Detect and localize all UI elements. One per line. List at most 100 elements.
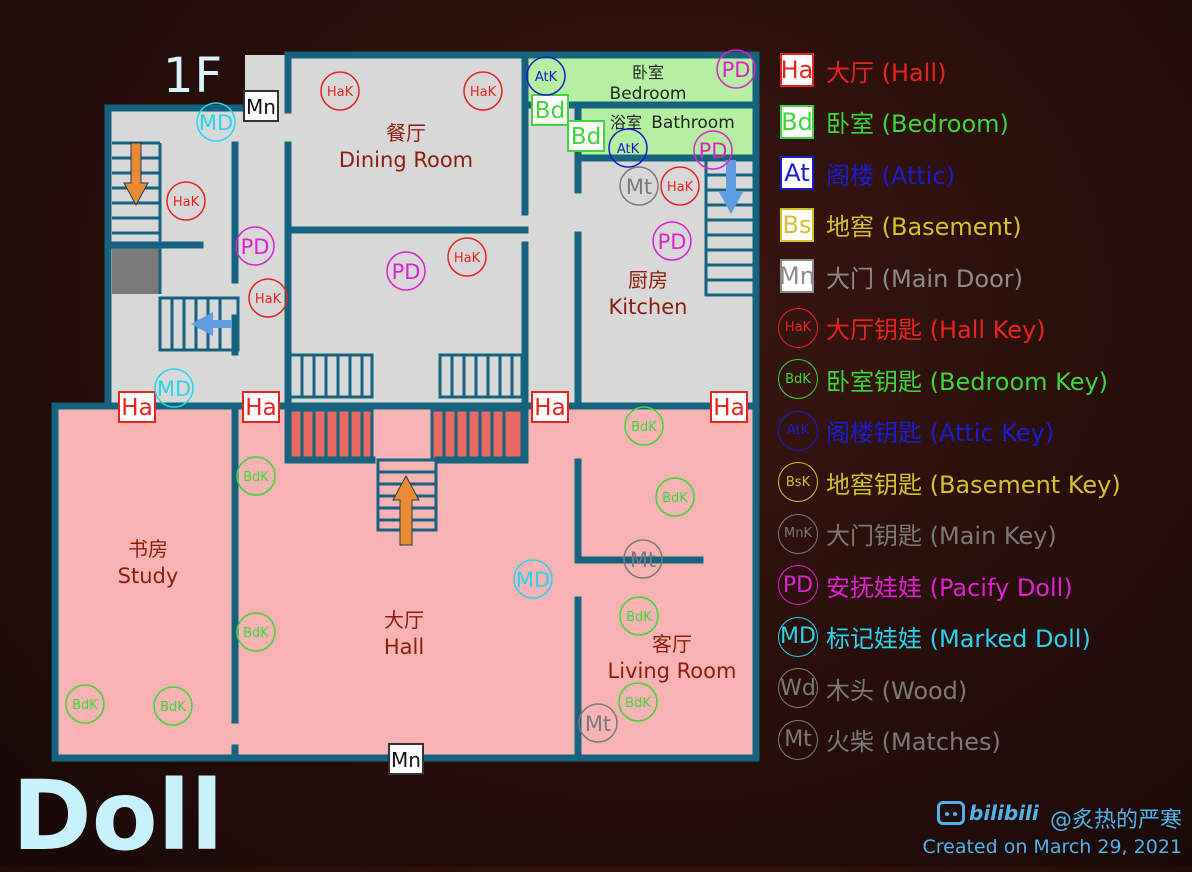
arrow-down-west bbox=[123, 142, 149, 207]
door-marker-label: Ha bbox=[245, 395, 276, 421]
door-marker-mn: Mn bbox=[388, 743, 424, 775]
item-marker-pd: PD bbox=[386, 251, 426, 291]
dining-fill bbox=[288, 55, 528, 463]
item-marker-label: AtK bbox=[535, 70, 558, 85]
bilibili-wordmark: bilibili bbox=[969, 801, 1039, 825]
legend-badge: Wd bbox=[778, 668, 818, 708]
item-marker-md: MD bbox=[196, 102, 236, 142]
red-stairs bbox=[288, 408, 524, 462]
legend-badge: HaK bbox=[778, 307, 818, 348]
legend-label: 地窖 (Basement) bbox=[826, 213, 1022, 241]
room-bathroom-en: Bathroom bbox=[651, 113, 735, 133]
item-marker-md: MD bbox=[154, 368, 194, 408]
room-bathroom-zh: 浴室 bbox=[610, 113, 642, 132]
arrow-up-hall bbox=[392, 474, 420, 546]
arrow-left-west bbox=[191, 312, 232, 336]
item-marker-bdk: BdK bbox=[236, 456, 276, 496]
room-hall-en: Hall bbox=[384, 635, 424, 659]
item-marker-atk: AtK bbox=[526, 56, 566, 96]
item-marker-label: Mt bbox=[630, 548, 656, 572]
item-marker-mt: Mt bbox=[619, 166, 659, 206]
door-marker-ha: Ha bbox=[531, 391, 569, 423]
item-marker-label: MD bbox=[199, 111, 233, 135]
legend-item-wd: Wd 木头 (Wood) bbox=[778, 668, 968, 708]
item-marker-label: BdK bbox=[662, 491, 688, 506]
door-marker-ha: Ha bbox=[710, 391, 748, 423]
stairwell-dark bbox=[112, 248, 160, 294]
legend-item-mnk: MnK 大门钥匙 (Main Key) bbox=[778, 513, 1057, 554]
item-marker-hak: HaK bbox=[166, 181, 206, 221]
legend-badge: MnK bbox=[778, 513, 818, 554]
item-marker-bdk: BdK bbox=[619, 596, 659, 636]
item-marker-label: HaK bbox=[327, 85, 354, 100]
item-marker-label: HaK bbox=[470, 85, 497, 100]
door-marker-ha: Ha bbox=[118, 391, 156, 423]
item-marker-label: BdK bbox=[631, 420, 657, 435]
item-marker-label: HaK bbox=[454, 251, 481, 266]
legend-badge: BsK bbox=[778, 462, 818, 502]
item-marker-bdk: BdK bbox=[618, 682, 658, 722]
legend-item-atk: AtK 阁楼钥匙 (Attic Key) bbox=[778, 410, 1055, 451]
item-marker-hak: HaK bbox=[320, 71, 360, 111]
legend-label: 大门 (Main Door) bbox=[826, 264, 1023, 293]
item-marker-label: PD bbox=[699, 139, 728, 163]
legend-label: 安抚娃娃 (Pacify Doll) bbox=[826, 573, 1073, 602]
legend-label: 大门钥匙 (Main Key) bbox=[826, 522, 1057, 550]
item-marker-mt: Mt bbox=[578, 703, 618, 743]
room-living-en: Living Room bbox=[608, 659, 737, 683]
door-marker-bd: Bd bbox=[531, 94, 569, 126]
legend-label: 卧室钥匙 (Bedroom Key) bbox=[826, 367, 1109, 396]
item-marker-label: HaK bbox=[173, 195, 200, 210]
legend-badge: At bbox=[780, 156, 814, 190]
legend-badge: Mt bbox=[778, 719, 818, 760]
item-marker-label: PD bbox=[392, 260, 421, 284]
floor-plan: 餐厅 Dining Room 卧室 Bedroom 浴室 Bathroom 厨房… bbox=[51, 49, 760, 775]
legend-label: 阁楼钥匙 (Attic Key) bbox=[826, 419, 1055, 447]
room-dining-zh: 餐厅 bbox=[386, 121, 426, 145]
legend-badge: AtK bbox=[778, 410, 818, 451]
legend-label: 地窖钥匙 (Basement Key) bbox=[826, 470, 1121, 499]
room-bedroom-en: Bedroom bbox=[610, 84, 687, 104]
door-marker-label: Mn bbox=[391, 748, 421, 772]
item-marker-label: PD bbox=[658, 230, 687, 254]
room-living-zh: 客厅 bbox=[652, 632, 692, 656]
room-kitchen-en: Kitchen bbox=[609, 295, 688, 319]
tv-icon bbox=[937, 801, 965, 825]
item-marker-label: HaK bbox=[255, 292, 282, 307]
legend-badge: Mn bbox=[779, 259, 815, 293]
item-marker-label: HaK bbox=[667, 180, 694, 195]
room-kitchen-zh: 厨房 bbox=[628, 268, 668, 292]
door-marker-label: Ha bbox=[713, 395, 744, 421]
item-marker-atk: AtK bbox=[608, 128, 648, 168]
legend-label: 木头 (Wood) bbox=[826, 676, 968, 705]
item-marker-bdk: BdK bbox=[624, 406, 664, 446]
item-marker-label: PD bbox=[241, 235, 270, 259]
legend-item-bsk: BsK 地窖钥匙 (Basement Key) bbox=[778, 462, 1121, 502]
room-study-en: Study bbox=[118, 564, 179, 588]
legend-label: 标记娃娃 (Marked Doll) bbox=[826, 625, 1091, 653]
legend-badge: BdK bbox=[778, 359, 818, 399]
item-marker-bdk: BdK bbox=[236, 612, 276, 652]
item-marker-label: BdK bbox=[243, 470, 269, 485]
room-study-zh: 书房 bbox=[128, 537, 168, 561]
item-marker-label: BdK bbox=[626, 610, 652, 625]
item-marker-label: Mt bbox=[626, 175, 652, 199]
legend-label: 卧室 (Bedroom) bbox=[826, 110, 1009, 138]
bilibili-logo: bilibili bbox=[937, 801, 1039, 825]
item-marker-label: MD bbox=[516, 568, 550, 592]
item-marker-label: BdK bbox=[160, 700, 186, 715]
item-marker-label: BdK bbox=[243, 626, 269, 641]
item-marker-label: Mt bbox=[585, 712, 611, 736]
item-marker-pd: PD bbox=[652, 221, 692, 261]
door-marker-label: Mn bbox=[246, 95, 276, 119]
floor-label: 1F bbox=[163, 48, 224, 104]
door-marker-ha: Ha bbox=[242, 391, 280, 423]
